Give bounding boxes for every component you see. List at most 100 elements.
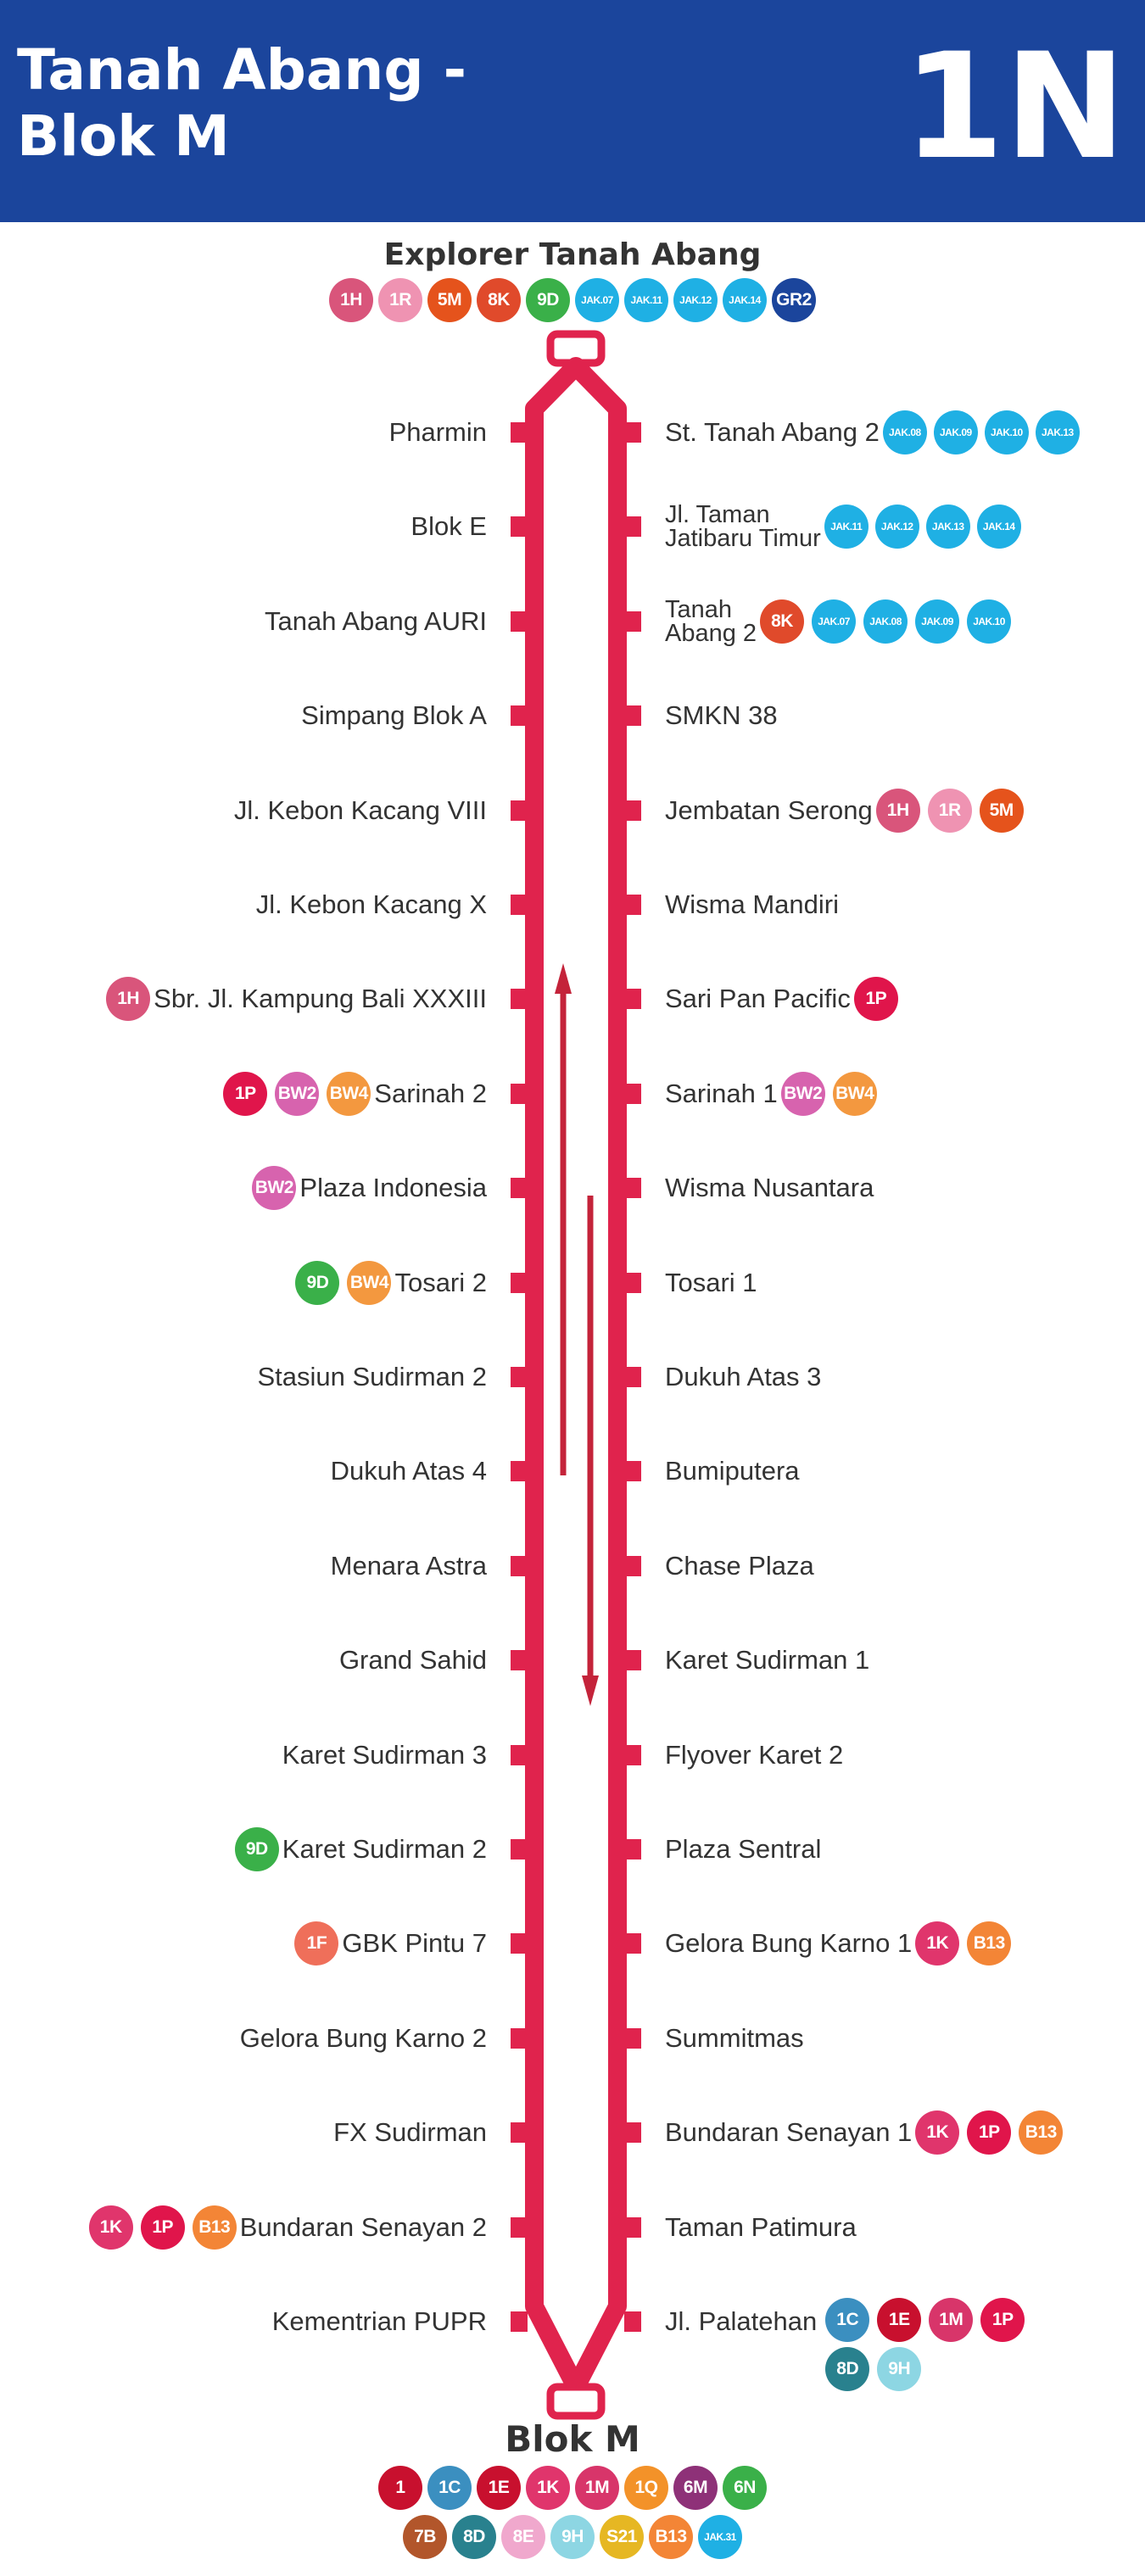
- stop-left[interactable]: Kementrian PUPR: [272, 2298, 487, 2345]
- terminal-end-name: Blok M: [505, 2418, 640, 2460]
- connection-badge: 1Q: [624, 2466, 668, 2510]
- connection-badge: 9D: [526, 278, 570, 322]
- connection-badge: 8K: [760, 599, 805, 644]
- stop-name: Sari Pan Pacific: [665, 984, 851, 1014]
- stop-marker-right: [624, 1083, 641, 1104]
- stop-name: Tosari 2: [394, 1267, 487, 1297]
- stop-name: Gelora Bung Karno 1: [665, 1928, 913, 1959]
- connection-badge: 1C: [825, 2298, 870, 2342]
- stop-left[interactable]: Tanah Abang AURI: [265, 598, 487, 645]
- stop-marker-left: [511, 2311, 528, 2332]
- connection-badge: 5M: [427, 278, 472, 322]
- stop-right[interactable]: Wisma Mandiri: [665, 881, 839, 928]
- stop-left[interactable]: Simpang Blok A: [301, 692, 487, 739]
- stop-name: Jl. Kebon Kacang VIII: [233, 795, 487, 825]
- stop-left[interactable]: Blok E: [411, 503, 487, 550]
- stop-name: Chase Plaza: [665, 1550, 814, 1581]
- stop-left[interactable]: Gelora Bung Karno 2: [240, 2015, 487, 2062]
- stop-name-line2: Jatibaru Timur: [665, 525, 821, 553]
- stop-marker-left: [511, 800, 528, 821]
- stop-name: Dukuh Atas 4: [330, 1456, 487, 1486]
- connection-badge: 9H: [550, 2515, 595, 2559]
- connection-badge: 8D: [452, 2515, 496, 2559]
- terminal-start-name: Explorer Tanah Abang: [383, 237, 762, 272]
- stop-marker-left: [511, 1744, 528, 1765]
- stop-right[interactable]: Bumiputera: [665, 1447, 800, 1495]
- connection-badge: 1P: [853, 977, 898, 1022]
- stop-left[interactable]: Pharmin: [389, 409, 487, 456]
- stop-marker-left: [511, 422, 528, 443]
- stop-right[interactable]: Dukuh Atas 3: [665, 1353, 821, 1401]
- stop-name: Bundaran Senayan 2: [239, 2211, 487, 2242]
- connection-badge: JAK.09: [933, 410, 978, 454]
- stop-left[interactable]: Menara Astra: [331, 1542, 487, 1590]
- stop-marker-right: [624, 2216, 641, 2238]
- stop-right[interactable]: Wisma Nusantara: [665, 1164, 874, 1212]
- stop-left[interactable]: Jl. Kebon Kacang VIII: [234, 787, 487, 834]
- stop-marker-right: [624, 989, 641, 1010]
- stop-name: Jl. Palatehan: [665, 2306, 818, 2336]
- stop-right[interactable]: Plaza Sentral: [665, 1826, 821, 1873]
- stop-right[interactable]: Karet Sudirman 1: [665, 1636, 869, 1684]
- route-name-line2: Blok M: [17, 103, 230, 169]
- stop-marker-left: [511, 1555, 528, 1576]
- stop-marker-left: [511, 1933, 528, 1954]
- connection-badge: 6N: [723, 2466, 767, 2510]
- route-code: 1N: [902, 21, 1126, 192]
- stop-connections: 1P: [853, 977, 898, 1022]
- route-end-cap-top: [546, 330, 606, 367]
- stop-right[interactable]: Tosari 1: [665, 1259, 757, 1307]
- direction-arrowhead-up: [555, 963, 572, 994]
- stop-left[interactable]: Karet Sudirman 3: [282, 1731, 487, 1779]
- stop-right[interactable]: Flyover Karet 2: [665, 1731, 843, 1779]
- stop-right[interactable]: Taman Patimura: [665, 2204, 857, 2251]
- connection-badge: JAK.07: [812, 599, 857, 644]
- stop-name: Menara Astra: [330, 1550, 487, 1581]
- stop-right[interactable]: Summitmas: [665, 2015, 804, 2062]
- stop-marker-left: [511, 1367, 528, 1387]
- stop-right[interactable]: Chase Plaza: [665, 1542, 814, 1590]
- stop-left[interactable]: Dukuh Atas 4: [331, 1447, 487, 1495]
- connection-badge: 1E: [477, 2466, 521, 2510]
- stop-name: Grand Sahid: [338, 1645, 487, 1676]
- stop-left[interactable]: Jl. Kebon Kacang X: [256, 881, 487, 928]
- stop-marker-left: [511, 1083, 528, 1104]
- stop-marker-right: [624, 2027, 641, 2049]
- stop-left[interactable]: Grand Sahid: [339, 1636, 487, 1684]
- stop-left[interactable]: Stasiun Sudirman 2: [257, 1353, 487, 1401]
- stop-name: Plaza Sentral: [665, 1834, 822, 1864]
- stop-marker-right: [624, 611, 641, 632]
- stop-name-line2: Abang 2: [665, 619, 757, 647]
- connection-badge: JAK.08: [863, 599, 908, 644]
- stop-marker-right: [624, 705, 641, 727]
- stop-left[interactable]: FX Sudirman: [333, 2109, 487, 2156]
- connection-badge: 1P: [967, 2110, 1012, 2155]
- connection-badge: JAK.08: [882, 410, 927, 454]
- connection-badge: 1M: [929, 2298, 974, 2342]
- stop-marker-right: [624, 2122, 641, 2144]
- connection-badge: 1E: [877, 2298, 922, 2342]
- stop-right[interactable]: SMKN 38: [665, 692, 778, 739]
